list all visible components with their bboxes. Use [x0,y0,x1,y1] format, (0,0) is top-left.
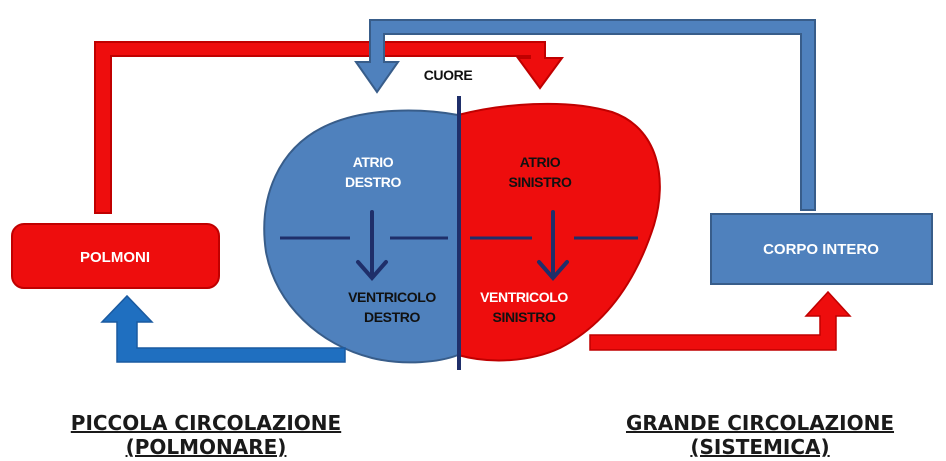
pulmonary-artery-arrow [100,294,346,363]
right-ventricle-label-line1: VENTRICOLO [348,289,436,305]
systemic-caption-line1: GRANDE CIRCOLAZIONE [626,411,894,435]
heart-left-side [457,102,661,362]
atrium-to-ventricle-arrow-left [537,210,569,282]
body-box: CORPO INTERO [710,213,933,285]
left-atrium-label-line2: SINISTRO [509,174,572,190]
pulmonary-vein-arrow [94,41,564,214]
left-atrium-label-line1: ATRIO [520,154,561,170]
right-atrium-label-line2: DESTRO [345,174,401,190]
heart-right-side [263,109,459,364]
atrium-to-ventricle-arrow-right [356,210,388,282]
right-atrium-label-line1: ATRIO [353,154,394,170]
systemic-caption-line2: (SISTEMICA) [690,435,829,459]
body-label: CORPO INTERO [763,241,879,258]
left-ventricle-label-line1: VENTRICOLO [480,289,568,305]
vena-cava-arrow [354,19,816,211]
heart-title: CUORE [424,67,473,83]
pulmonary-caption-line2: (POLMONARE) [126,435,287,459]
lungs-label: POLMONI [80,249,150,266]
right-ventricle-label-line2: DESTRO [364,309,420,325]
aorta-arrow [589,290,852,351]
left-ventricle-label-line2: SINISTRO [493,309,556,325]
lungs-box: POLMONI [11,223,220,289]
pulmonary-caption-line1: PICCOLA CIRCOLAZIONE [71,411,341,435]
